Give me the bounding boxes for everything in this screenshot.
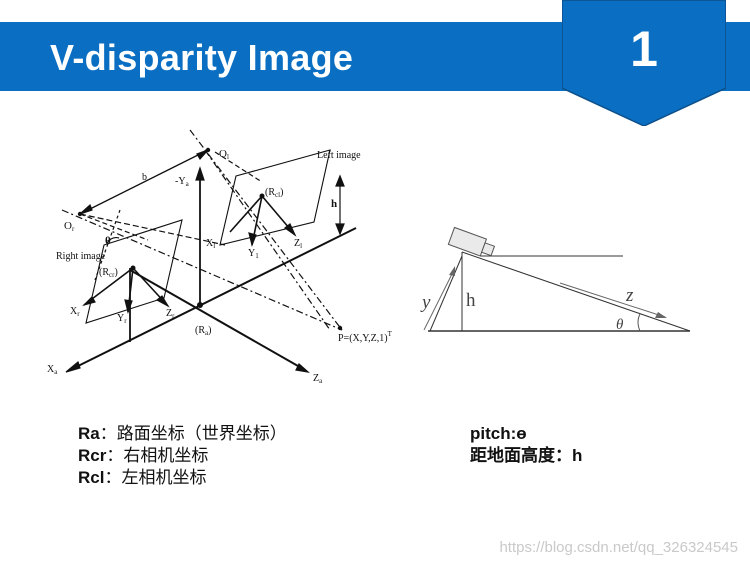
h-label: h: [331, 198, 337, 210]
yr-sub: r: [124, 317, 127, 325]
xr-label: X: [70, 306, 78, 317]
svg-text:P=(X,Y,Z,1)T: P=(X,Y,Z,1)T: [338, 330, 393, 344]
svg-text:Zl: Zl: [294, 238, 302, 250]
rcl-sub: cl: [275, 191, 280, 199]
pitch-z-label: z: [625, 285, 634, 306]
rcr-sub: cr: [109, 271, 115, 279]
slide-number-badge: [562, 0, 726, 126]
origin-right-label: O: [64, 220, 72, 232]
svg-text:Za: Za: [313, 373, 323, 385]
neg-ya-sub: a: [186, 180, 190, 188]
caption-height: 距地面高度：h: [470, 446, 583, 465]
za-label: Z: [313, 373, 319, 384]
zl-label: Z: [294, 238, 300, 249]
za-sub: a: [319, 377, 323, 385]
right-image-label: Right image: [56, 251, 106, 262]
yr-label: Y: [117, 313, 124, 324]
caption-pitch: pitch:ɵ: [470, 424, 527, 443]
pitch-h-label: h: [466, 290, 476, 311]
slide-number: 1: [630, 21, 658, 77]
ra-label: (R: [195, 325, 205, 336]
svg-text:Ol: Ol: [219, 148, 229, 161]
rcl-end: ): [280, 187, 283, 198]
caption-right: pitch:ɵ 距地面高度：h: [470, 423, 582, 467]
pitch-y-label: y: [420, 292, 431, 313]
caption-left: Ra：路面坐标（世界坐标） Rcr：右相机坐标 Rcl：左相机坐标: [78, 423, 287, 489]
xr-sub: r: [77, 310, 80, 318]
yl-label: Y: [248, 248, 255, 259]
caption-rcl: Rcl：左相机坐标: [78, 468, 207, 487]
left-image-label: Left image: [317, 150, 361, 161]
svg-text:b: b: [142, 172, 147, 183]
theta-label: θ: [105, 235, 111, 247]
rcl-label: (R: [265, 187, 275, 198]
svg-text:(Ra): (Ra): [195, 325, 211, 337]
svg-text:Zr: Zr: [166, 308, 175, 320]
origin-right-sub: r: [72, 225, 75, 233]
svg-text:Xa: Xa: [47, 364, 58, 376]
svg-text:(Rcl): (Rcl): [265, 187, 283, 199]
zr-sub: r: [172, 312, 175, 320]
rcr-label: (R: [99, 267, 109, 278]
svg-text:Yr: Yr: [117, 313, 127, 325]
svg-text:Y1: Y1: [248, 248, 259, 260]
caption-rcr: Rcr：右相机坐标: [78, 446, 209, 465]
xa-label: X: [47, 364, 55, 375]
pitch-diagram: [423, 226, 691, 332]
svg-text:(Rcr): (Rcr): [99, 267, 118, 279]
xa-sub: a: [54, 368, 58, 376]
ra-end: ): [208, 325, 211, 336]
zr-label: Z: [166, 308, 172, 319]
point-p-label: P=(X,Y,Z,1): [338, 333, 388, 344]
point-p-sup: T: [388, 330, 393, 338]
rcr-end: ): [114, 267, 117, 278]
baseline-label: b: [142, 172, 147, 183]
caption-ra: Ra：路面坐标（世界坐标）: [78, 424, 287, 443]
svg-text:-Ya: -Ya: [175, 176, 190, 188]
origin-left-sub: l: [227, 153, 229, 161]
zl-sub: l: [300, 242, 302, 250]
xl-label: X: [206, 238, 214, 249]
xl-sub: l: [213, 242, 215, 250]
pitch-theta-label: θ: [616, 317, 624, 333]
watermark: https://blog.csdn.net/qq_326324545: [499, 539, 738, 556]
stereo-camera-diagram: b Ol -Ya Left image Or θ h (Rcl) Xl Zl Y…: [47, 129, 691, 385]
ra-sub: a: [205, 329, 209, 337]
yl-sub: 1: [255, 252, 259, 260]
svg-text:Xr: Xr: [70, 306, 80, 318]
neg-ya-label: -Y: [175, 176, 186, 187]
svg-text:Or: Or: [64, 220, 75, 233]
origin-left-label: O: [219, 148, 227, 160]
slide-title: V-disparity Image: [50, 37, 354, 78]
svg-text:Xl: Xl: [206, 238, 215, 250]
